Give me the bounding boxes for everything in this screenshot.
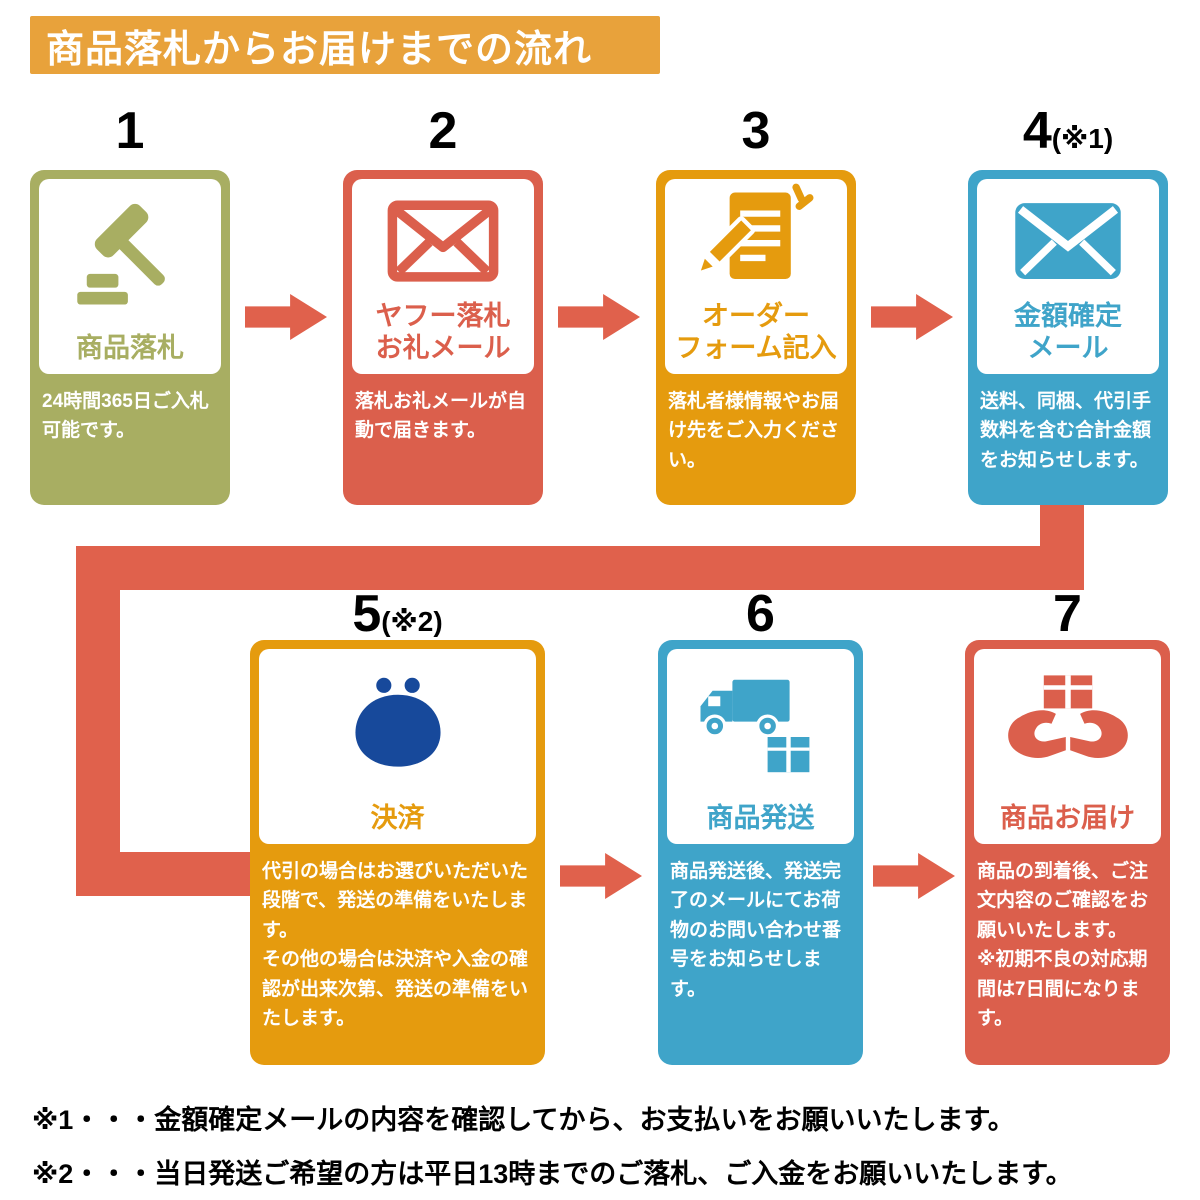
card-icon-panel: 商品お届け bbox=[974, 649, 1161, 844]
step-number-6: 6 bbox=[658, 588, 863, 640]
step-title: 金額確定 メール bbox=[1014, 301, 1122, 364]
step-description: 落札お礼メールが自動で届きます。 bbox=[355, 391, 527, 442]
step-card-auction-win: 商品落札 24時間365日ご入札可能です。 bbox=[30, 170, 230, 505]
step-number-7: 7 bbox=[965, 588, 1170, 640]
page-title: 商品落札からお届けまでの流れ bbox=[30, 16, 660, 74]
arrow-right-icon bbox=[871, 294, 953, 340]
step-card-shipping: 商品発送 商品発送後、発送完了のメールにてお荷物のお問い合わせ番号をお知らせしま… bbox=[658, 640, 863, 1065]
card-icon-panel: 商品落札 bbox=[39, 179, 221, 374]
step-title: 商品発送 bbox=[706, 803, 815, 834]
step-number-4: 4(※1) bbox=[968, 105, 1168, 157]
step-card-payment: 決済 代引の場合はお選びいただいた段階で、発送の準備をいたします。 その他の場合… bbox=[250, 640, 545, 1065]
arrow-right-icon bbox=[560, 853, 642, 899]
step-card-delivery: 商品お届け 商品の到着後、ご注文内容のご確認をお願いいたします。 ※初期不良の対… bbox=[965, 640, 1170, 1065]
step-number-note: (※1) bbox=[1051, 123, 1114, 154]
flow-connector-left bbox=[76, 546, 120, 896]
card-icon-panel: 商品発送 bbox=[667, 649, 854, 844]
arrow-right-icon bbox=[873, 853, 955, 899]
step-description: 落札者様情報やお届け先をご入力ください。 bbox=[668, 391, 840, 471]
step-number-2: 2 bbox=[343, 105, 543, 157]
step-card-thanks-mail: ヤフー落札 お礼メール 落札お礼メールが自動で届きます。 bbox=[343, 170, 543, 505]
arrow-right-icon bbox=[558, 294, 640, 340]
card-icon-panel: オーダー フォーム記入 bbox=[665, 179, 847, 374]
coin-purse-icon bbox=[259, 649, 536, 803]
step-description: 商品の到着後、ご注文内容のご確認をお願いいたします。 ※初期不良の対応期間は7日… bbox=[977, 861, 1149, 1030]
mail-outline-icon bbox=[352, 179, 534, 301]
step-card-order-form: オーダー フォーム記入 落札者様情報やお届け先をご入力ください。 bbox=[656, 170, 856, 505]
step-description: 送料、同梱、代引手数料を含む合計金額をお知らせします。 bbox=[980, 391, 1152, 471]
footnote-1: ※1・・・金額確定メールの内容を確認してから、お支払いをお願いいたします。 bbox=[32, 1105, 1015, 1135]
step-number-digit: 6 bbox=[746, 585, 775, 643]
step-number-digit: 4 bbox=[1022, 102, 1052, 160]
step-title: 商品お届け bbox=[1000, 803, 1135, 834]
step-number-digit: 1 bbox=[115, 102, 145, 160]
step-title: ヤフー落札 お礼メール bbox=[375, 301, 511, 364]
step-number-1: 1 bbox=[30, 105, 230, 157]
step-description: 商品発送後、発送完了のメールにてお荷物のお問い合わせ番号をお知らせします。 bbox=[670, 861, 842, 1000]
order-form-pencil-icon bbox=[665, 179, 847, 301]
footnote-2: ※2・・・当日発送ご希望の方は平日13時までのご落札、ご入金をお願いいたします。 bbox=[32, 1159, 1073, 1189]
mail-solid-icon bbox=[977, 179, 1159, 301]
step-number-note: (※2) bbox=[381, 606, 443, 637]
step-description: 24時間365日ご入札可能です。 bbox=[42, 391, 209, 442]
step-number-digit: 2 bbox=[428, 102, 458, 160]
step-number-3: 3 bbox=[656, 105, 856, 157]
step-title: 商品落札 bbox=[76, 333, 184, 364]
card-icon-panel: 決済 bbox=[259, 649, 536, 844]
step-description: 代引の場合はお選びいただいた段階で、発送の準備をいたします。 その他の場合は決済… bbox=[262, 861, 529, 1030]
flow-connector-bottom bbox=[76, 852, 254, 896]
flow-connector-top bbox=[76, 546, 1084, 590]
gavel-icon bbox=[39, 179, 221, 333]
step-title: 決済 bbox=[370, 803, 425, 834]
card-icon-panel: 金額確定 メール bbox=[977, 179, 1159, 374]
arrow-right-icon bbox=[245, 294, 327, 340]
delivery-truck-icon bbox=[667, 649, 854, 803]
step-number-digit: 5 bbox=[352, 585, 382, 643]
step-card-price-mail: 金額確定 メール 送料、同梱、代引手数料を含む合計金額をお知らせします。 bbox=[968, 170, 1168, 505]
card-icon-panel: ヤフー落札 お礼メール bbox=[352, 179, 534, 374]
step-number-digit: 7 bbox=[1053, 585, 1082, 643]
step-number-5: 5(※2) bbox=[250, 588, 545, 640]
step-title: オーダー フォーム記入 bbox=[675, 301, 837, 364]
step-number-digit: 3 bbox=[741, 102, 771, 160]
hands-package-icon bbox=[974, 649, 1161, 803]
